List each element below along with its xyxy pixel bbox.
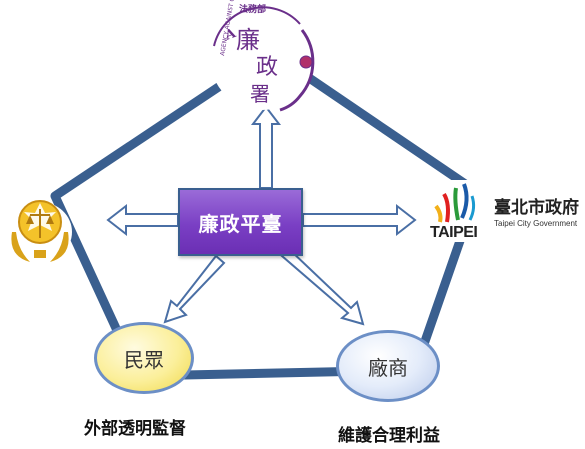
arrow-up	[250, 105, 282, 189]
svg-text:法務部: 法務部	[239, 3, 266, 15]
taipei-city-logo-icon	[426, 180, 494, 242]
svg-text:廉: 廉	[236, 26, 260, 54]
arrow-down-right	[280, 248, 365, 326]
vendor-caption: 維護合理利益	[338, 426, 440, 446]
public-caption: 外部透明監督	[84, 419, 186, 439]
svg-text:署: 署	[250, 82, 270, 106]
arrow-left	[106, 203, 179, 237]
vendor-node-label: 廠商	[368, 355, 408, 380]
anti-corruption-agency-seal-icon: A AGENCY AGAINST CORRUPTION 法務部 廉 政 署	[210, 0, 315, 112]
arrow-down-left	[163, 254, 226, 324]
center-label: 廉政平臺	[198, 211, 283, 236]
taipei-gov-name: 臺北市政府	[494, 198, 579, 218]
integrity-platform-box: 廉政平臺	[178, 188, 303, 256]
arrow-right	[302, 203, 417, 237]
judicial-emblem-scales-icon	[8, 200, 72, 262]
taipei-gov-english: Taipei City Government	[494, 219, 578, 228]
svg-text:政: 政	[256, 55, 278, 80]
public-node: 民眾	[94, 322, 194, 394]
public-node-label: 民眾	[124, 347, 164, 372]
pentagon-outline	[50, 47, 482, 381]
vendor-node: 廠商	[336, 330, 440, 402]
taipei-wordmark: TAIPEI	[430, 224, 478, 241]
